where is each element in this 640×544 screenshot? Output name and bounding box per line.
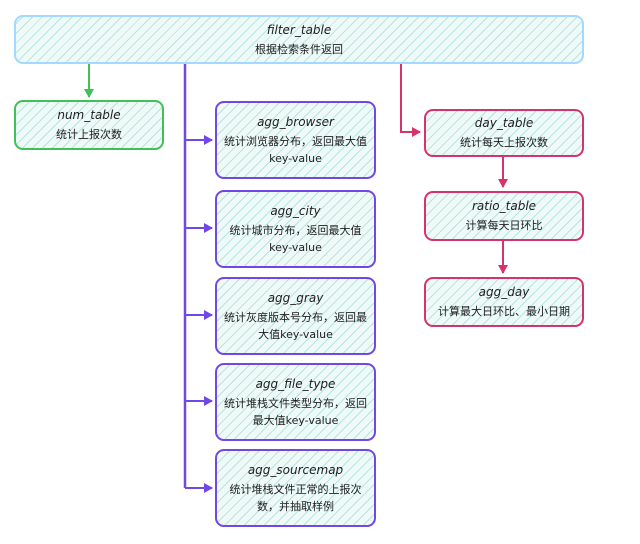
node-agg-sourcemap: agg_sourcemap 统计堆栈文件正常的上报次数，并抽取样例 [215,449,376,527]
node-title: filter_table [266,22,332,37]
node-agg-browser: agg_browser 统计浏览器分布，返回最大值key-value [215,101,376,179]
node-title: agg_day [478,285,530,299]
node-day-table: day_table 统计每天上报次数 [424,109,584,157]
node-desc: 统计每天上报次数 [460,136,548,149]
node-title: agg_gray [267,290,324,305]
node-agg-day: agg_day 计算最大日环比、最小日期 [424,277,584,327]
node-desc: 计算每天日环比 [465,219,543,232]
node-agg-city: agg_city 统计城市分布，返回最大值key-value [215,190,376,268]
node-desc: 统计堆栈文件类型分布，返回最大值key-value [224,396,367,427]
node-desc: 统计浏览器分布，返回最大值key-value [224,134,367,165]
node-desc: 计算最大日环比、最小日期 [438,305,570,318]
node-ratio-table: ratio_table 计算每天日环比 [424,191,584,241]
node-title: agg_city [270,203,321,218]
node-title: day_table [474,116,534,130]
node-title: agg_file_type [255,376,336,391]
edge-filter-to-day-table [400,64,421,137]
node-title: ratio_table [471,199,537,213]
node-desc: 统计城市分布，返回最大值key-value [229,223,362,254]
node-desc: 统计灰度版本号分布，返回最大值key-value [224,310,367,341]
node-agg-gray: agg_gray 统计灰度版本号分布，返回最大值key-value [215,277,376,355]
node-title: agg_browser [257,114,334,129]
node-agg-file-type: agg_file_type 统计堆栈文件类型分布，返回最大值key-value [215,363,376,441]
node-desc: 统计堆栈文件正常的上报次数，并抽取样例 [229,482,362,513]
node-num-table: num_table 统计上报次数 [14,100,164,150]
node-title: num_table [57,108,121,122]
node-filter-table: filter_table 根据检索条件返回 [14,15,584,64]
node-title: agg_sourcemap [247,462,344,477]
node-desc: 根据检索条件返回 [255,42,343,56]
node-desc: 统计上报次数 [56,128,122,141]
